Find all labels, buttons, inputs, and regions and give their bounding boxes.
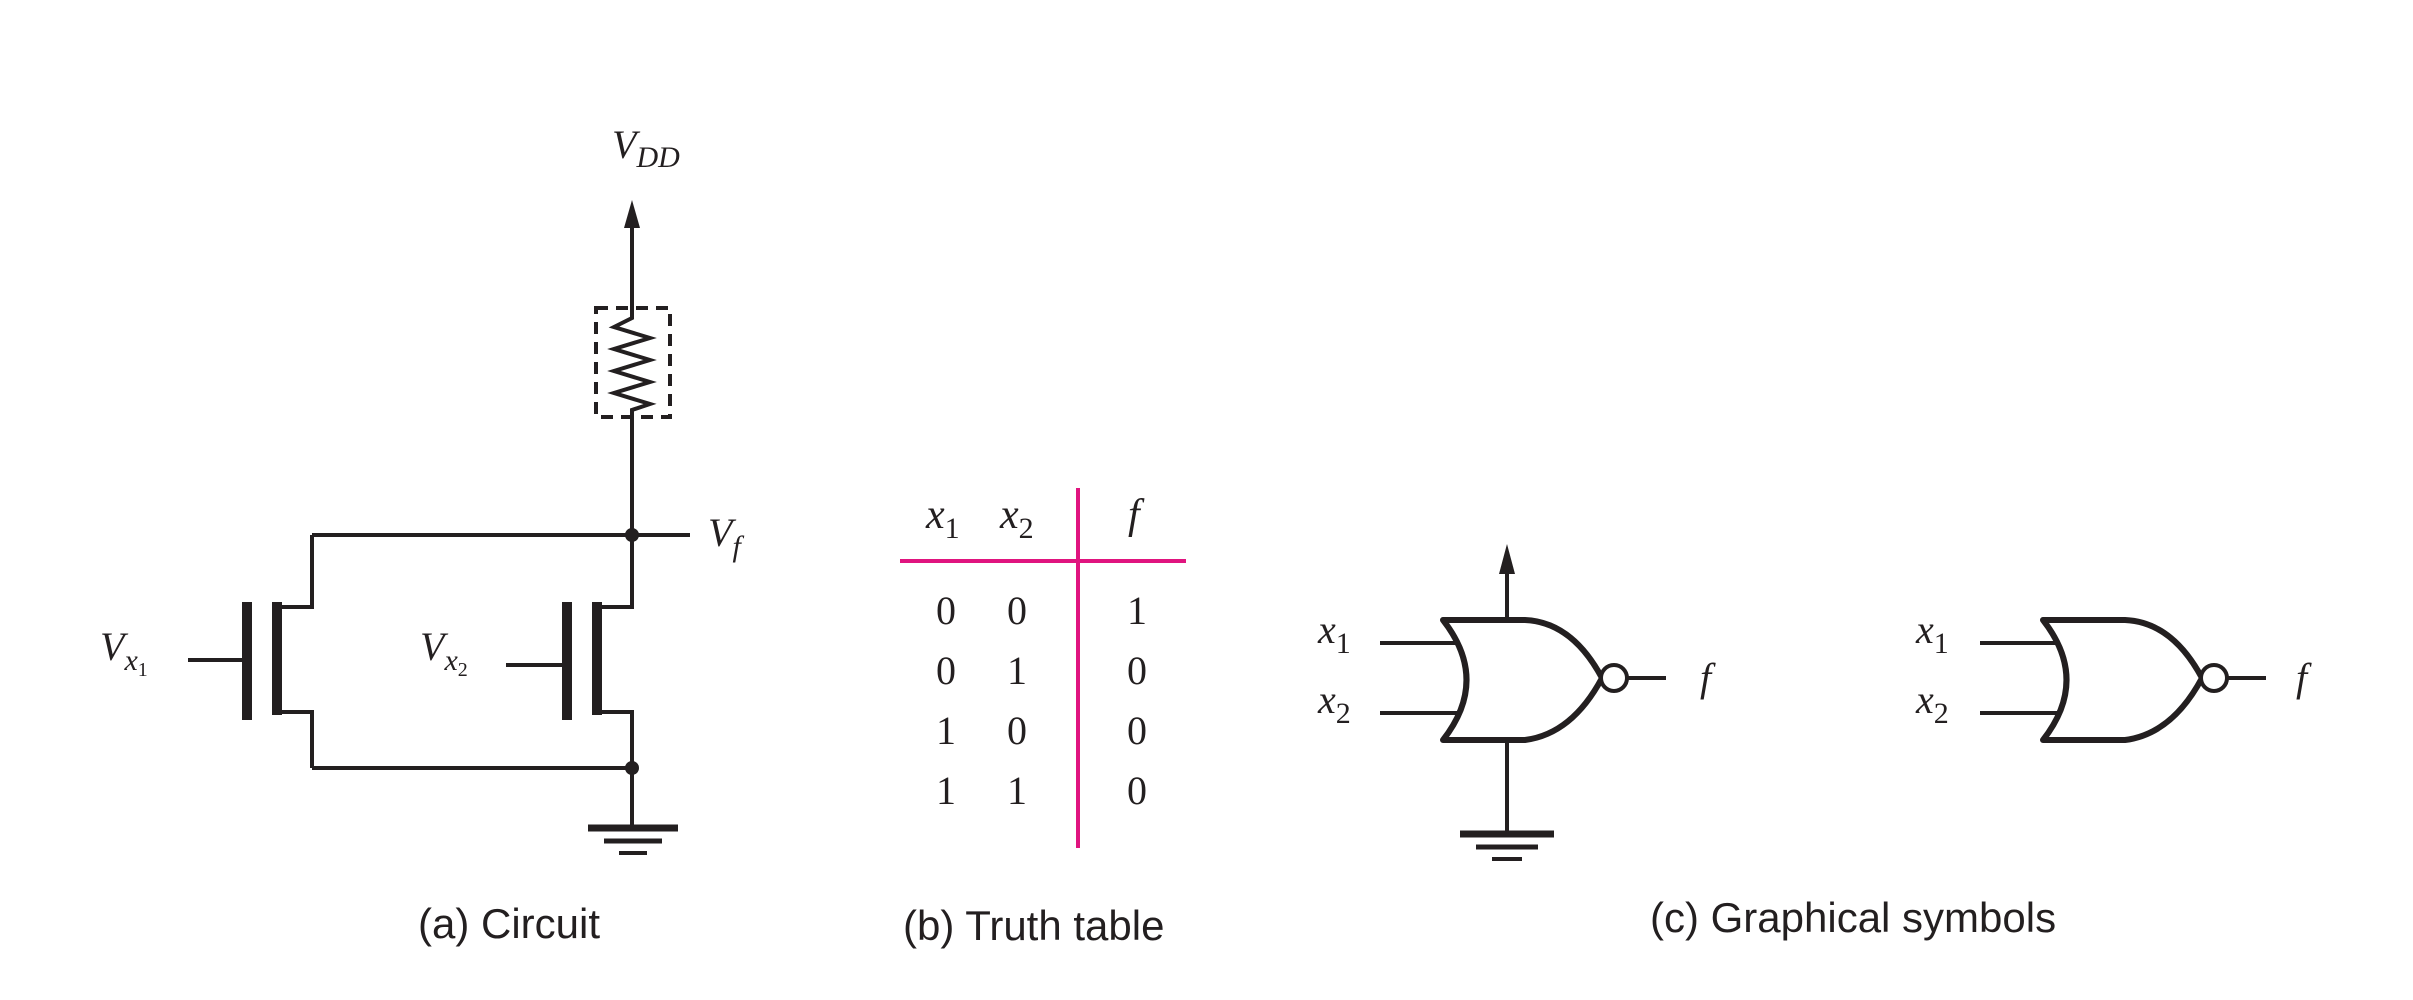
cell-x1: 1	[936, 708, 956, 753]
inversion-bubble	[2199, 663, 2229, 693]
cell-x2: 0	[1007, 588, 1027, 633]
header-f: f	[1128, 492, 1145, 538]
label-f: f	[2296, 655, 2312, 700]
vx2-label: Vx2	[420, 624, 468, 681]
table-row: 0 0 1	[936, 588, 1147, 633]
table-row: 0 1 0	[936, 648, 1147, 693]
cell-x2: 1	[1007, 768, 1027, 813]
nor-gate-symbol: x1 x2 f	[1915, 607, 2312, 743]
vdd-label: VDD	[612, 122, 680, 174]
ground-icon	[588, 824, 678, 855]
caption-graphical-symbols: (c) Graphical symbols	[1650, 894, 2056, 941]
caption-circuit: (a) Circuit	[418, 900, 600, 947]
truth-table-panel: x1 x2 f 0 0 1 0 1 0 1 0 0 1 1 0 (b) Trut…	[900, 488, 1186, 949]
label-x1: x1	[1317, 607, 1351, 660]
nor-body	[2040, 617, 2205, 743]
transistor-x2	[506, 535, 634, 768]
pull-up-resistor	[607, 305, 657, 420]
nor-body	[1440, 617, 1605, 743]
label-x1: x1	[1915, 607, 1949, 660]
cell-x2: 0	[1007, 708, 1027, 753]
label-x2: x2	[1317, 677, 1351, 730]
table-row: 1 0 0	[936, 708, 1147, 753]
ground-icon	[1460, 830, 1554, 861]
label-x2: x2	[1915, 677, 1949, 730]
cell-x2: 1	[1007, 648, 1027, 693]
cell-x1: 0	[936, 648, 956, 693]
cell-f: 0	[1127, 708, 1147, 753]
cell-f: 1	[1127, 588, 1147, 633]
cell-f: 0	[1127, 768, 1147, 813]
header-x2: x2	[999, 492, 1034, 545]
cell-f: 0	[1127, 648, 1147, 693]
label-f: f	[1700, 655, 1716, 700]
vf-label: Vf	[708, 510, 744, 563]
table-row: 1 1 0	[936, 768, 1147, 813]
header-x1: x1	[925, 492, 960, 545]
vx1-label: Vx1	[100, 624, 148, 681]
nor-gate-symbol-with-supply: x1 x2 f	[1317, 544, 1716, 861]
caption-truth-table: (b) Truth table	[903, 902, 1164, 949]
cell-x1: 1	[936, 768, 956, 813]
transistor-x1	[188, 535, 314, 768]
circuit-panel: VDD Vf Vx1	[100, 122, 744, 947]
cell-x1: 0	[936, 588, 956, 633]
symbols-panel: x1 x2 f x1 x2 f (c) Graphical symbols	[1317, 544, 2312, 941]
supply-arrow	[1499, 544, 1515, 574]
inversion-bubble	[1599, 663, 1629, 693]
vdd-arrow	[624, 200, 640, 228]
